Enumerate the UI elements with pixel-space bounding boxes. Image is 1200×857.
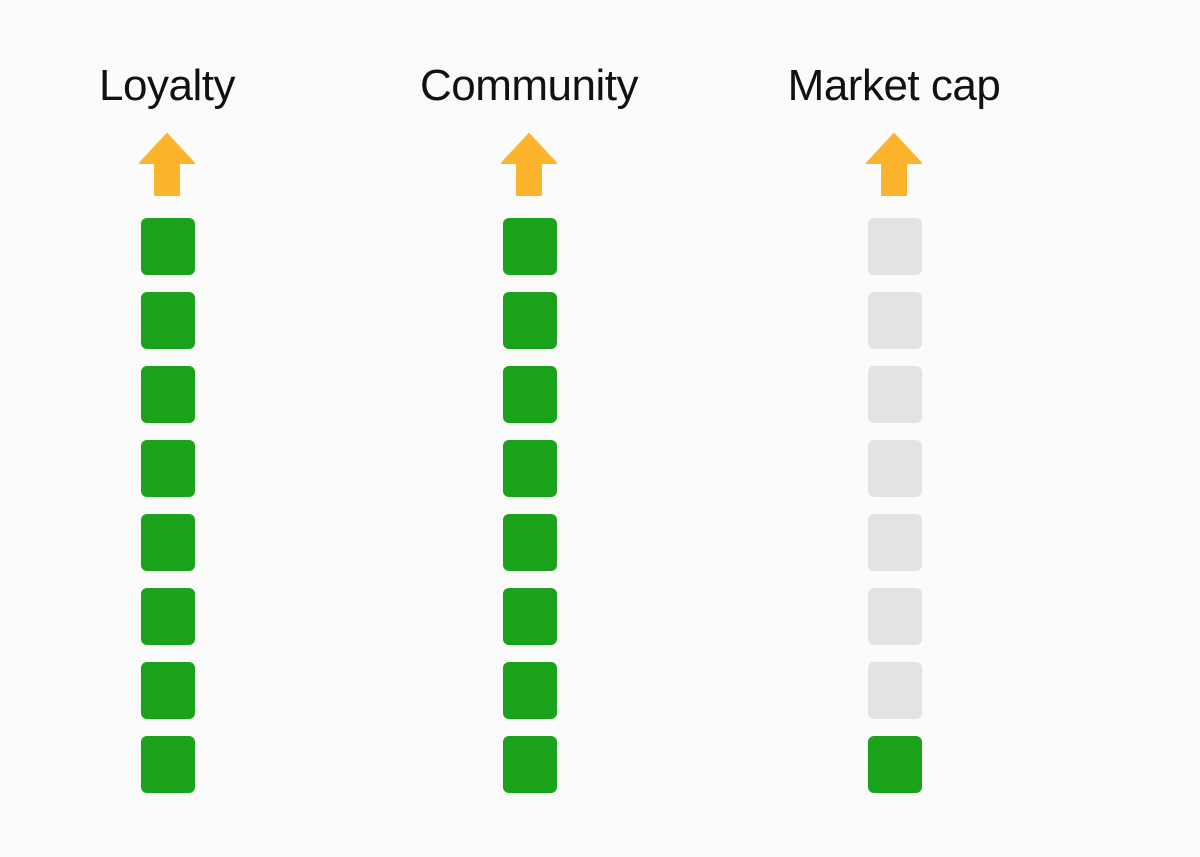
arrow-up-icon xyxy=(501,133,557,196)
column-2: Market cap xyxy=(764,0,1024,857)
level-cell-filled xyxy=(141,514,195,571)
level-cell-empty xyxy=(868,292,922,349)
level-cell-filled xyxy=(503,514,557,571)
arrow-up-icon xyxy=(139,133,195,196)
level-cell-empty xyxy=(868,588,922,645)
column-1: Community xyxy=(399,0,659,857)
level-cell-filled xyxy=(503,366,557,423)
level-cell-filled xyxy=(503,218,557,275)
level-cell-filled xyxy=(141,588,195,645)
level-cell-filled xyxy=(141,292,195,349)
level-cell-filled xyxy=(503,588,557,645)
level-cell-empty xyxy=(868,440,922,497)
level-cell-filled xyxy=(503,292,557,349)
column-0: Loyalty xyxy=(37,0,297,857)
level-cell-filled xyxy=(141,662,195,719)
level-cell-filled xyxy=(141,440,195,497)
level-cell-filled xyxy=(868,736,922,793)
level-cell-filled xyxy=(141,218,195,275)
level-cell-empty xyxy=(868,514,922,571)
level-cell-filled xyxy=(503,662,557,719)
level-cell-empty xyxy=(868,218,922,275)
level-cell-filled xyxy=(141,736,195,793)
level-cell-filled xyxy=(503,736,557,793)
arrow-up-icon xyxy=(866,133,922,196)
level-cell-empty xyxy=(868,662,922,719)
level-cell-filled xyxy=(141,366,195,423)
level-cell-empty xyxy=(868,366,922,423)
column-title: Loyalty xyxy=(99,61,235,110)
column-title: Market cap xyxy=(787,61,1001,110)
column-title: Community xyxy=(420,61,639,110)
level-cell-filled xyxy=(503,440,557,497)
